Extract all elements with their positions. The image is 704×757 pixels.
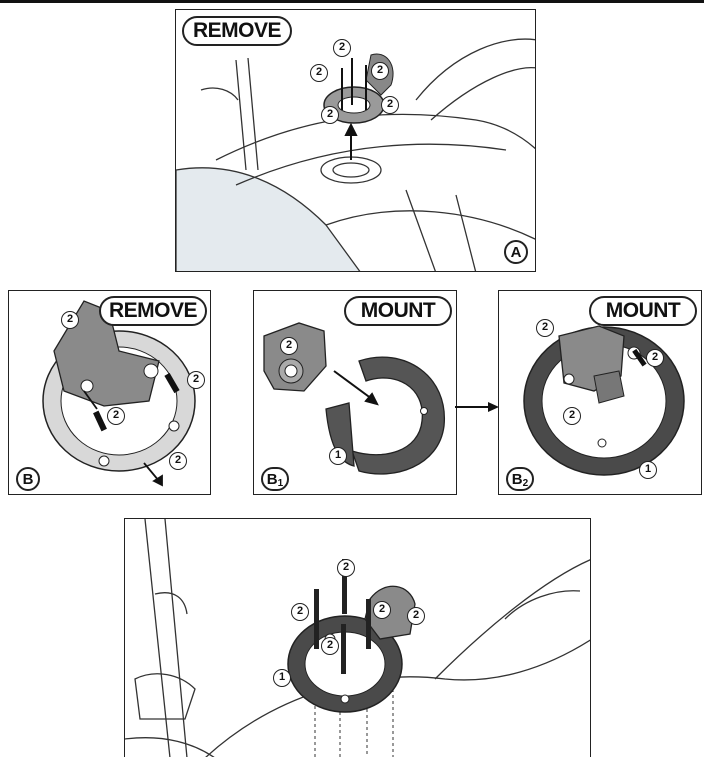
panel-a-callout-2: 2 xyxy=(321,106,339,124)
panel-b2-mount-label: MOUNT xyxy=(589,296,697,326)
panel-a-corner-label: A xyxy=(504,240,528,264)
panel-b-callout-2: 2 xyxy=(61,311,79,329)
panel-b-callout-2: 2 xyxy=(187,371,205,389)
panel-b2-corner-label: B2 xyxy=(506,467,534,491)
panel-b1: MOUNT 2 1 B1 xyxy=(253,290,457,495)
overview-callout-2: 2 xyxy=(321,637,339,655)
panel-b2-callout-1: 1 xyxy=(639,461,657,479)
panel-b-remove-label: REMOVE xyxy=(99,296,207,326)
panel-a-remove-label: REMOVE xyxy=(182,16,292,46)
overview-callout-2: 2 xyxy=(373,601,391,619)
panel-b1-corner-label: B1 xyxy=(261,467,289,491)
panel-b2-corner-sub: 2 xyxy=(522,478,529,489)
panel-b1-callout-1: 1 xyxy=(329,447,347,465)
panel-b-illustration xyxy=(42,300,196,487)
panel-a-illustration xyxy=(176,38,535,271)
panel-a: REMOVE 2 2 2 2 2 A xyxy=(175,9,536,272)
overview-callout-2: 2 xyxy=(407,607,425,625)
panel-a-callout-2: 2 xyxy=(310,64,328,82)
panel-b2-corner-letter: B xyxy=(511,471,523,488)
panel-b1-illustration xyxy=(263,322,445,475)
panel-a-callout-2: 2 xyxy=(333,39,351,57)
panel-b2-illustration xyxy=(523,325,685,476)
panel-a-callout-2: 2 xyxy=(371,62,389,80)
panel-mount-overview: 2 2 2 2 2 1 xyxy=(124,518,591,757)
panel-b1-callout-2: 2 xyxy=(280,337,298,355)
panel-b1-mount-label: MOUNT xyxy=(344,296,452,326)
panel-b-callout-2: 2 xyxy=(169,452,187,470)
panel-a-callout-2: 2 xyxy=(381,96,399,114)
panel-b1-corner-sub: 1 xyxy=(277,478,284,489)
arrow-b1-to-b2 xyxy=(455,402,499,412)
top-rule xyxy=(0,0,704,3)
panel-mount-overview-illustration xyxy=(125,519,590,757)
panel-b2-callout-2: 2 xyxy=(563,407,581,425)
overview-callout-2: 2 xyxy=(291,603,309,621)
panel-b1-corner-letter: B xyxy=(266,471,278,488)
overview-callout-2: 2 xyxy=(337,559,355,577)
panel-b-corner-label: B xyxy=(16,467,40,491)
overview-callout-1: 1 xyxy=(273,669,291,687)
panel-b2: MOUNT 2 2 2 1 B2 xyxy=(498,290,702,495)
panel-b-callout-2: 2 xyxy=(107,407,125,425)
panel-b2-callout-2: 2 xyxy=(536,319,554,337)
panel-b: REMOVE 2 2 2 2 B xyxy=(8,290,211,495)
panel-b2-callout-2: 2 xyxy=(646,349,664,367)
